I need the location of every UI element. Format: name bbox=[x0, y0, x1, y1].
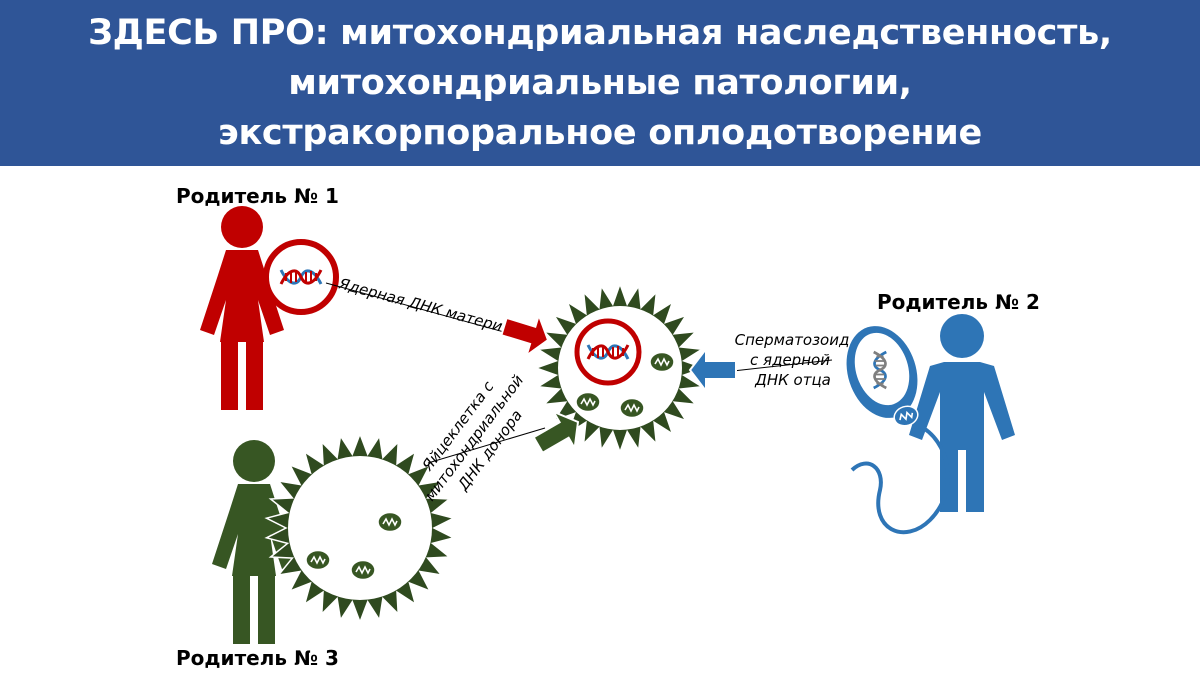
parent-1-figure bbox=[200, 206, 284, 410]
connector-line bbox=[723, 359, 833, 373]
parent-3-label: Родитель № 3 bbox=[176, 646, 339, 670]
parent-2-label: Родитель № 2 bbox=[877, 290, 1040, 314]
sperm-label-line-1: Сперматозоид bbox=[735, 331, 850, 349]
ivf-diagram: Ядерная ДНК матери Сперматозоид с ядерно… bbox=[200, 206, 1015, 644]
mitochondrion-icon bbox=[575, 391, 601, 413]
header-line-2: митохондриальные патологии, bbox=[288, 63, 912, 103]
parent-1-label: Родитель № 1 bbox=[176, 184, 339, 208]
paternal-dna-icon bbox=[873, 350, 887, 390]
mitochondrion-icon bbox=[350, 559, 376, 581]
parent-3-figure bbox=[212, 440, 296, 644]
connector-line bbox=[325, 282, 516, 336]
header-line-3: экстракорпоральное оплодотворение bbox=[218, 113, 982, 153]
connector-line bbox=[427, 427, 546, 464]
sperm-cell bbox=[846, 326, 950, 535]
fertilized-egg-cell bbox=[533, 281, 707, 455]
mitochondrion-icon bbox=[377, 511, 403, 533]
mitochondrion-icon bbox=[305, 549, 331, 571]
mother-dna-badge bbox=[263, 239, 339, 315]
arrow-mother-icon bbox=[500, 312, 550, 358]
header-line-1: ЗДЕСЬ ПРО: митохондриальная наследственн… bbox=[88, 13, 1112, 53]
mother-dna-label: Ядерная ДНК матери bbox=[336, 274, 505, 335]
nucleus-dna-badge bbox=[574, 318, 642, 386]
mitochondrion-icon bbox=[893, 405, 919, 427]
sperm-label-line-3: ДНК отца bbox=[754, 371, 831, 389]
sperm-label-line-2: с ядерной bbox=[750, 351, 830, 369]
mitochondrion-icon bbox=[619, 397, 645, 419]
arrow-donor-icon bbox=[532, 409, 580, 455]
arrow-father-icon bbox=[688, 346, 737, 394]
header-banner: ЗДЕСЬ ПРО: митохондриальная наследственн… bbox=[0, 0, 1200, 166]
mitochondrion-icon bbox=[649, 351, 675, 373]
donor-egg-cell bbox=[264, 431, 456, 625]
parent-2-figure bbox=[909, 314, 1015, 512]
